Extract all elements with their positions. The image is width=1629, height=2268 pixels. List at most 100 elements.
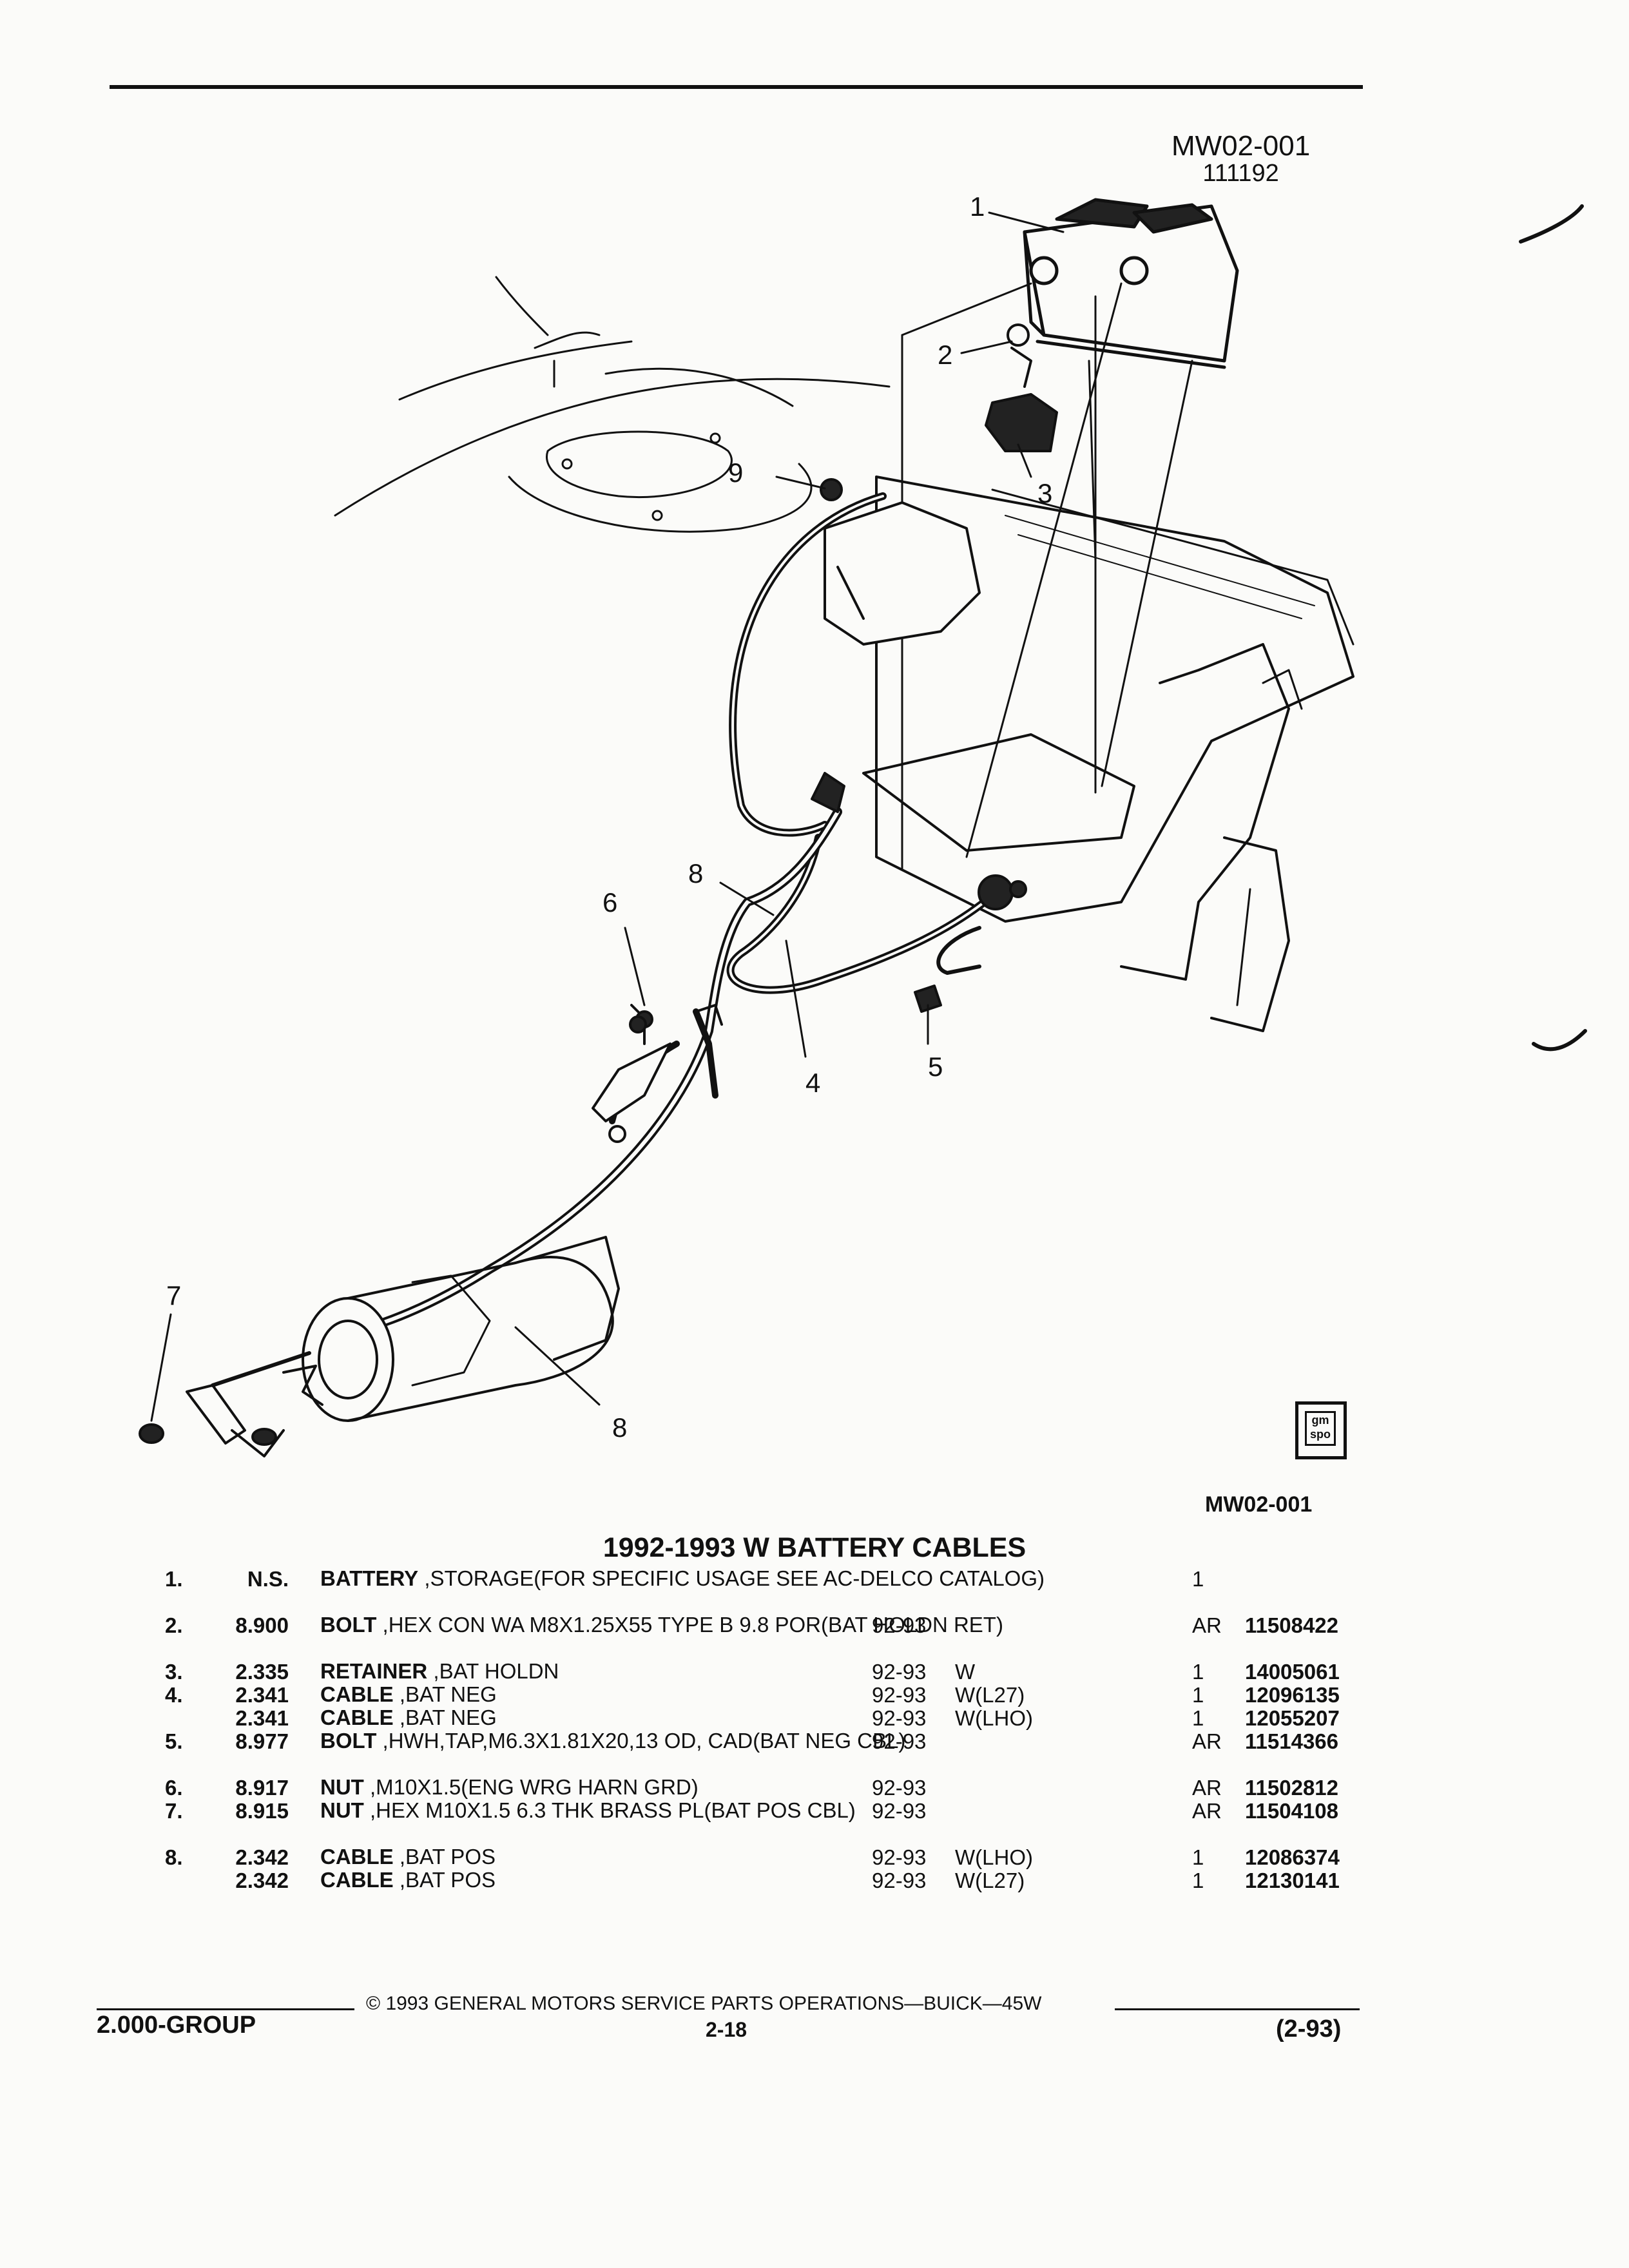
parts-row-detail: ,BAT POS xyxy=(393,1845,496,1869)
parts-table-title: 1992-1993 W BATTERY CABLES xyxy=(602,1532,1027,1563)
parts-row-part-number: 12086374 xyxy=(1245,1845,1340,1869)
parts-row-code: 2.335 xyxy=(235,1660,289,1684)
callout-3: 3 xyxy=(1037,478,1052,508)
parts-row-code: 8.917 xyxy=(235,1776,289,1800)
negative-cable-drawing xyxy=(726,492,1014,994)
footer-date: (2-93) xyxy=(1276,2015,1342,2042)
callout-1: 1 xyxy=(970,191,985,222)
parts-row-years: 92-93 xyxy=(872,1799,927,1823)
parts-row-name: CABLE xyxy=(320,1706,394,1729)
parts-row-years: 92-93 xyxy=(872,1613,927,1637)
figure-code: MW02-001 111192 xyxy=(1171,130,1311,187)
parts-row-index: 6. xyxy=(165,1776,183,1800)
parts-row-name: NUT xyxy=(320,1775,364,1799)
parts-row-name: CABLE xyxy=(320,1682,394,1706)
parts-row-code: N.S. xyxy=(247,1567,289,1591)
parts-row-detail: ,BAT HOLDN xyxy=(427,1659,559,1683)
parts-row-part-number: 12130141 xyxy=(1245,1869,1340,1892)
parts-row-index: 3. xyxy=(165,1660,183,1684)
footer-group: 2.000-GROUP xyxy=(97,2012,256,2039)
parts-row-part-number: 14005061 xyxy=(1245,1660,1340,1684)
parts-row-code: 2.342 xyxy=(235,1869,289,1892)
parts-row-index: 7. xyxy=(165,1799,183,1823)
parts-row-part-number: 12096135 xyxy=(1245,1683,1340,1707)
parts-row-name: CABLE xyxy=(320,1845,394,1869)
parts-row-detail: ,HEX M10X1.5 6.3 THK BRASS PL(BAT POS CB… xyxy=(363,1798,856,1822)
parts-row-description: NUT ,M10X1.5(ENG WRG HARN GRD) xyxy=(320,1776,849,1799)
battery-cable-illustration: 1 2 3 4 5 6 7 8 8 9 xyxy=(139,191,1587,1457)
parts-row-qty: 1 xyxy=(1192,1567,1204,1591)
parts-row-description: NUT ,HEX M10X1.5 6.3 THK BRASS PL(BAT PO… xyxy=(320,1798,856,1822)
parts-row: 3. 2.335 92-93 W 1 14005061 RETAINER ,BAT HOLD… xyxy=(0,1660,1629,1684)
parts-row-index: 2. xyxy=(165,1613,183,1637)
parts-row-code: 2.341 xyxy=(235,1706,289,1730)
parts-row-name: RETAINER xyxy=(320,1659,428,1683)
positive-cable-drawing xyxy=(305,772,845,1345)
battery-tray-drawing xyxy=(824,476,1354,1032)
callout-6: 6 xyxy=(602,887,617,918)
callout-leaders xyxy=(150,211,1065,1422)
parts-row-detail: ,HWH,TAP,M6.3X1.81X20,13 OD, CAD(BAT NEG… xyxy=(376,1729,906,1753)
retainer-drawing xyxy=(985,323,1058,452)
callout-2: 2 xyxy=(938,340,952,370)
parts-row: 1. N.S. 1 BATTERY ,STORAGE(FOR SPECIFIC USA… xyxy=(0,1567,1629,1613)
parts-row-description: BATTERY ,STORAGE(FOR SPECIFIC USAGE SEE … xyxy=(320,1567,1045,1590)
parts-row-description: RETAINER ,BAT HOLDN xyxy=(320,1660,849,1683)
parts-row-index: 5. xyxy=(165,1729,183,1753)
top-rule xyxy=(110,85,1363,89)
parts-row-qty: AR xyxy=(1192,1729,1222,1753)
parts-row-years: 92-93 xyxy=(872,1706,927,1730)
callout-4: 4 xyxy=(805,1068,820,1098)
fasteners-drawing xyxy=(139,204,1587,1444)
parts-row-part-number: 11504108 xyxy=(1245,1799,1339,1823)
parts-row-detail: ,BAT NEG xyxy=(393,1682,497,1706)
parts-row-years: 92-93 xyxy=(872,1729,927,1753)
parts-row-description: CABLE ,BAT NEG xyxy=(320,1683,849,1706)
figure-code-bottom: MW02-001 xyxy=(1205,1492,1313,1517)
parts-row-name: NUT xyxy=(320,1798,364,1822)
parts-row-years: 92-93 xyxy=(872,1845,927,1869)
parts-row-description: CABLE ,BAT NEG xyxy=(320,1706,849,1729)
parts-row-detail: ,BAT NEG xyxy=(393,1706,497,1729)
figure-code-text: MW02-001 xyxy=(1171,130,1311,162)
parts-row-part-number: 11514366 xyxy=(1245,1729,1339,1753)
parts-row-usage: W xyxy=(955,1660,976,1684)
parts-row-index: 4. xyxy=(165,1683,183,1707)
parts-row-part-number: 11502812 xyxy=(1245,1776,1339,1800)
parts-list: 1. N.S. 1 BATTERY ,STORAGE(FOR SPECIFIC USA… xyxy=(0,1567,1629,1893)
parts-row-qty: 1 xyxy=(1192,1845,1204,1869)
parts-row-code: 8.915 xyxy=(235,1799,289,1823)
parts-row-description: BOLT ,HEX CON WA M8X1.25X55 TYPE B 9.8 P… xyxy=(320,1613,1003,1637)
parts-row-qty: 1 xyxy=(1192,1869,1204,1892)
callout-8-upper: 8 xyxy=(688,858,703,889)
parts-row: 2.341 92-93 W(LHO) 1 12055207 CABLE ,BAT NEG xyxy=(0,1706,1629,1731)
parts-row-index: 1. xyxy=(165,1567,183,1591)
callout-5: 5 xyxy=(928,1052,943,1082)
parts-row-code: 8.900 xyxy=(235,1613,289,1637)
parts-row-part-number: 12055207 xyxy=(1245,1706,1340,1730)
parts-row-usage: W(LHO) xyxy=(955,1845,1033,1869)
parts-row-usage: W(L27) xyxy=(955,1869,1025,1892)
parts-row-code: 2.341 xyxy=(235,1683,289,1707)
parts-row-qty: 1 xyxy=(1192,1660,1204,1684)
callout-7: 7 xyxy=(166,1280,181,1311)
footer-rule-left xyxy=(97,2008,354,2010)
footer-copyright: © 1993 GENERAL MOTORS SERVICE PARTS OPER… xyxy=(366,1993,1042,2014)
parts-row-name: BOLT xyxy=(320,1729,377,1753)
parts-row-qty: AR xyxy=(1192,1776,1222,1800)
parts-row-name: BOLT xyxy=(320,1613,377,1637)
parts-row-usage: W(LHO) xyxy=(955,1706,1033,1730)
parts-row-detail: ,STORAGE(FOR SPECIFIC USAGE SEE AC-DELCO… xyxy=(418,1566,1045,1590)
parts-row-detail: ,BAT POS xyxy=(393,1868,496,1892)
starter-motor-drawing xyxy=(186,1236,620,1457)
gm-spo-logo-text: gm spo xyxy=(1305,1411,1336,1446)
parts-row-description: BOLT ,HWH,TAP,M6.3X1.81X20,13 OD, CAD(BA… xyxy=(320,1729,905,1753)
parts-row-years: 92-93 xyxy=(872,1660,927,1684)
parts-row-years: 92-93 xyxy=(872,1776,927,1800)
parts-row-qty: 1 xyxy=(1192,1706,1204,1730)
